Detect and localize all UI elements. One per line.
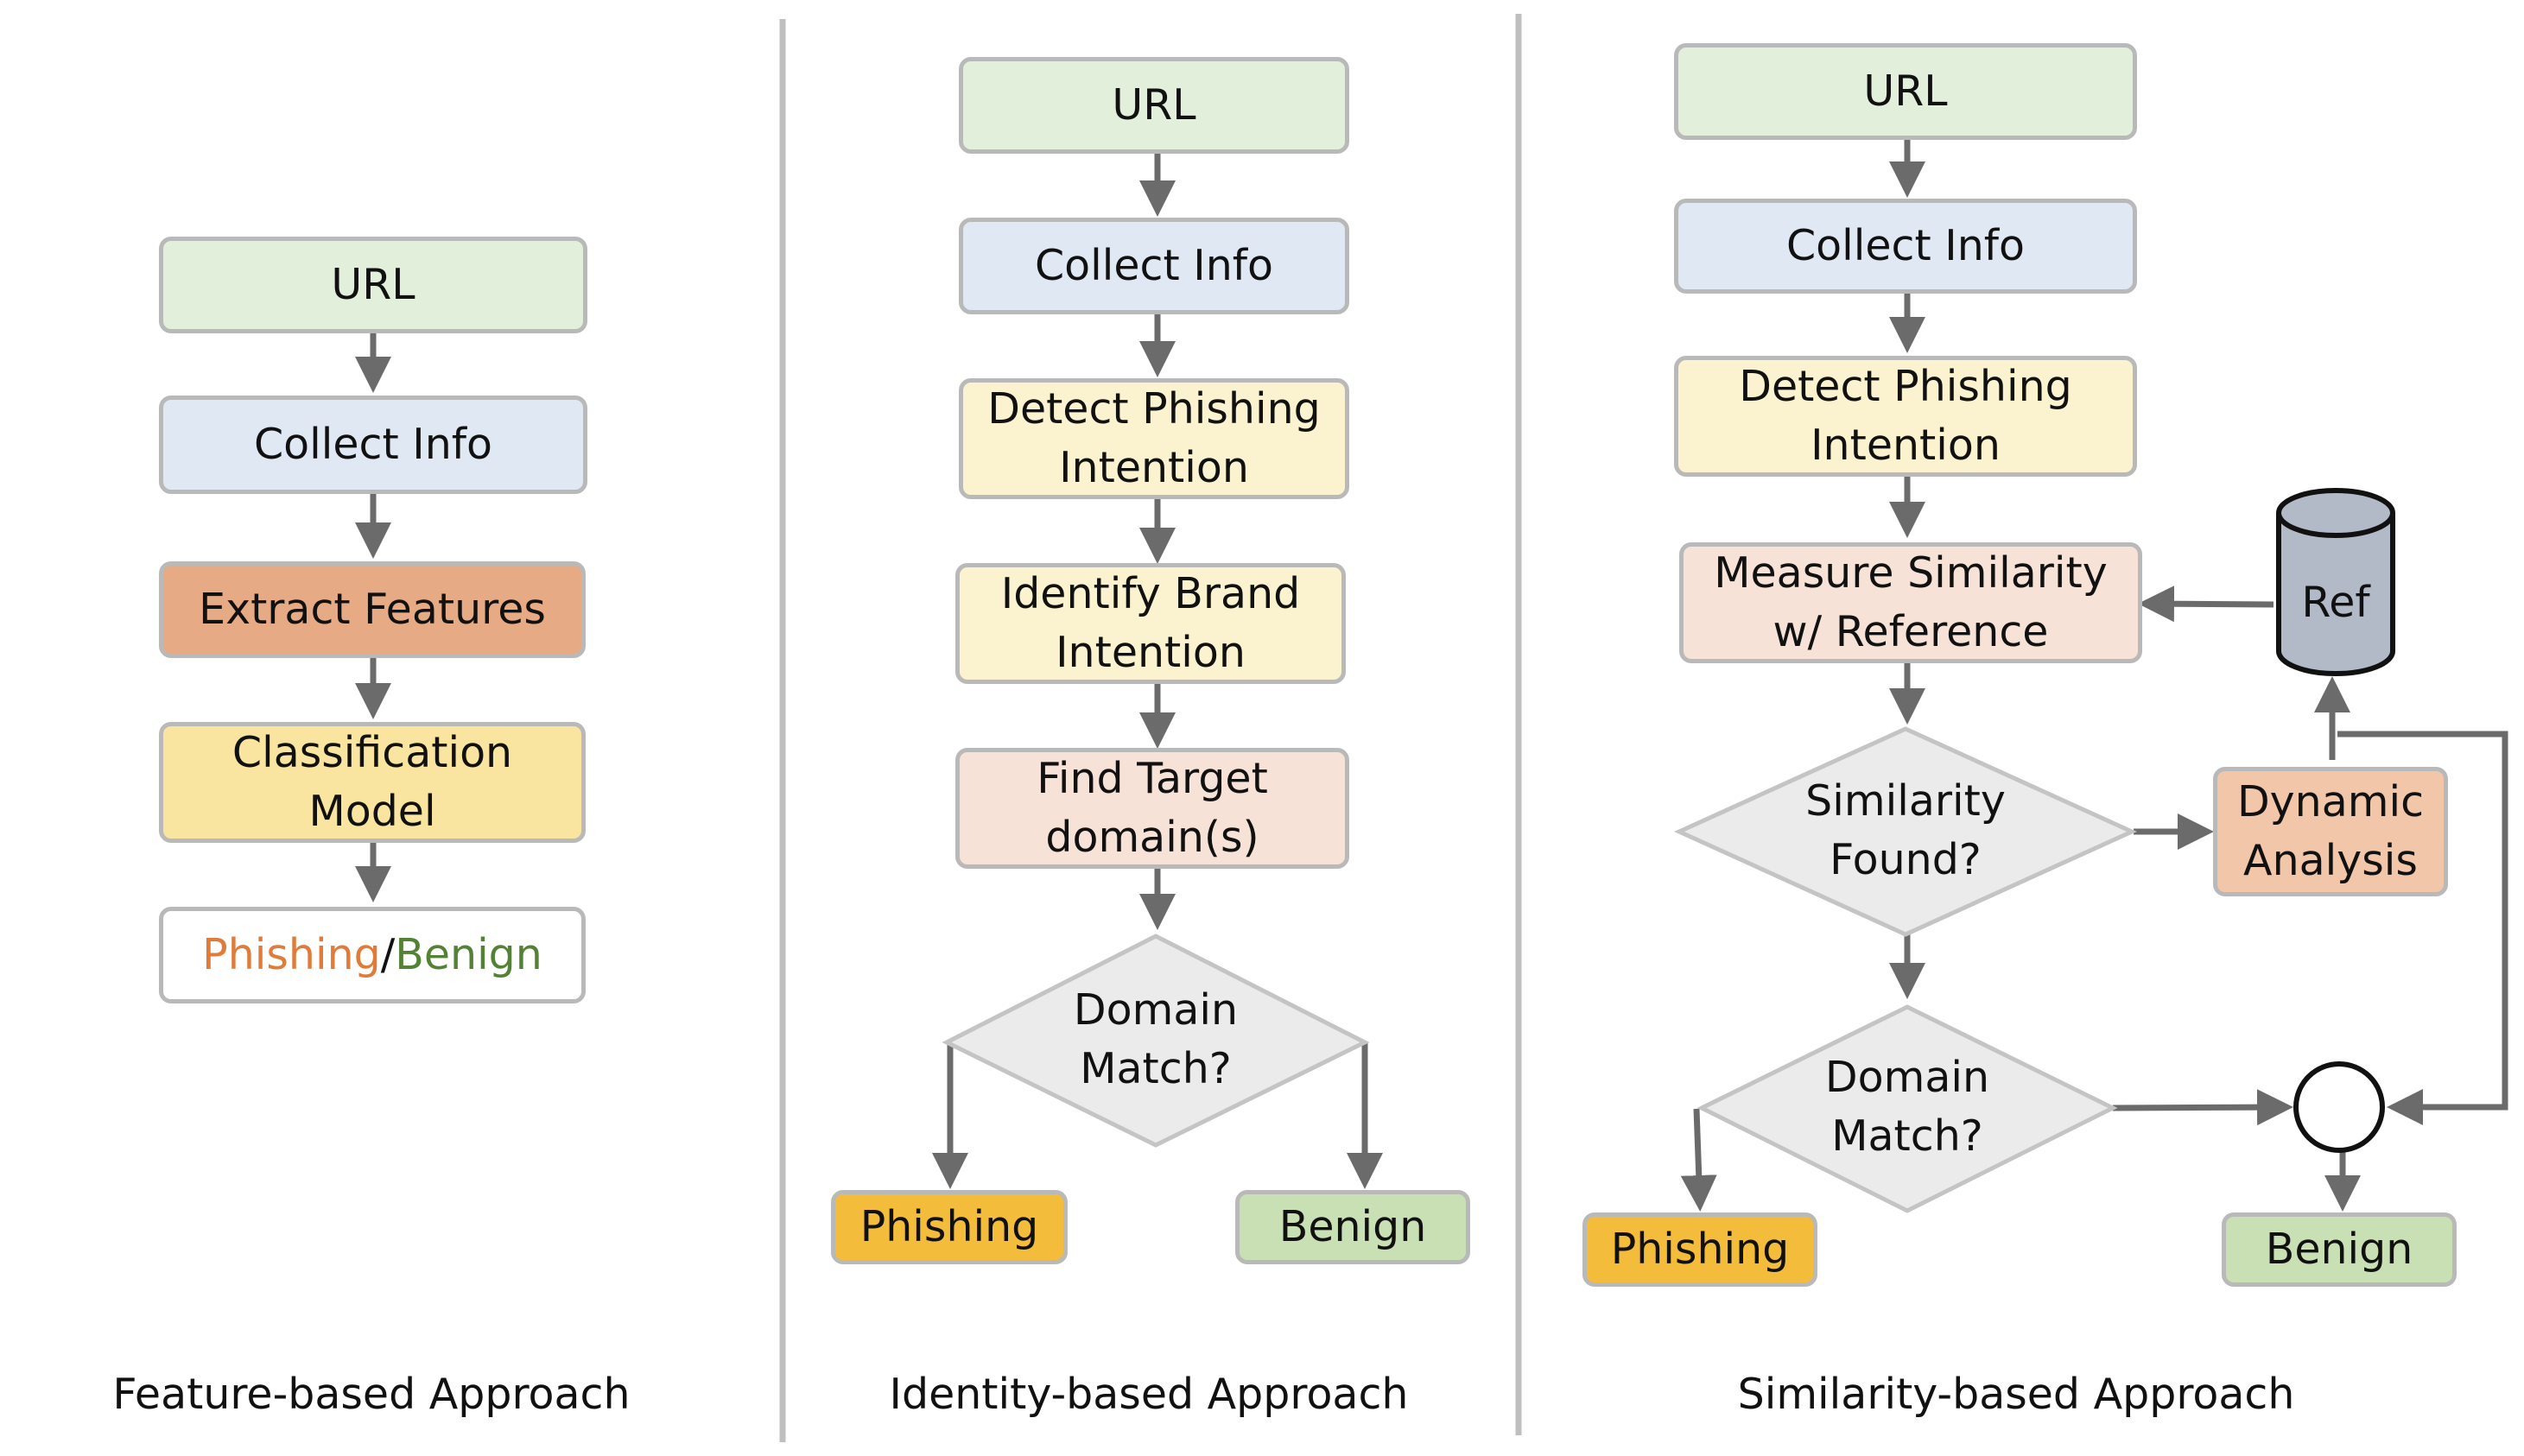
feature-classification-label: Classification Model — [231, 728, 513, 836]
identity-benign-box: Benign — [1235, 1190, 1470, 1264]
identity-phishing-label: Phishing — [859, 1202, 1039, 1251]
similarity-collect-box: Collect Info — [1674, 199, 2137, 294]
similarity-phishing-label: Phishing — [1610, 1225, 1790, 1274]
identity-find-box: Find Target domain(s) — [955, 748, 1349, 869]
feature-extract-label: Extract Features — [199, 585, 546, 634]
diamond-similarity-found — [1673, 726, 2138, 937]
feature-collect-box: Collect Info — [159, 396, 587, 494]
similarity-detect-box: Detect Phishing Intention — [1674, 356, 2137, 477]
similarity-found-label: Similarity Found? — [1805, 776, 2006, 884]
feature-result-slash: / — [380, 930, 396, 979]
arrow-s-phishing — [1680, 1108, 1717, 1212]
feature-classification-box: Classification Model — [159, 722, 586, 843]
feature-extract-box: Extract Features — [159, 561, 586, 658]
arrow-domain-circle — [2112, 1089, 2293, 1126]
similarity-url-label: URL — [1863, 66, 1948, 116]
similarity-ref-label: Ref — [2301, 578, 2370, 627]
identity-domain-match-label: Domain Match? — [1073, 985, 1239, 1093]
identity-phishing-box: Phishing — [831, 1190, 1068, 1264]
arrow-ref-measure — [2138, 586, 2274, 623]
feature-url-label: URL — [331, 260, 415, 309]
similarity-benign-box: Benign — [2222, 1212, 2457, 1287]
identity-detect-label: Detect Phishing Intention — [987, 384, 1321, 492]
similarity-measure-label: Measure Similarity w/ Reference — [1714, 548, 2108, 656]
ref-database-icon — [2276, 488, 2395, 676]
identity-detect-box: Detect Phishing Intention — [959, 378, 1349, 499]
similarity-detect-label: Detect Phishing Intention — [1739, 362, 2072, 470]
feature-result-phishing: Phishing — [202, 930, 381, 979]
identity-url-box: URL — [959, 57, 1349, 154]
similarity-domain-match-label: Domain Match? — [1824, 1053, 1990, 1161]
similarity-dynamic-label: Dynamic Analysis — [2236, 777, 2425, 885]
similarity-collect-label: Collect Info — [1785, 221, 2026, 270]
feature-result-box: Phishing/Benign — [159, 907, 586, 1003]
similarity-url-box: URL — [1674, 43, 2137, 140]
similarity-caption: Similarity-based Approach — [1737, 1370, 2295, 1419]
merge-circle — [2293, 1061, 2385, 1153]
feature-caption: Feature-based Approach — [112, 1370, 631, 1419]
identity-identify-box: Identify Brand Intention — [955, 563, 1346, 684]
feature-url-box: URL — [159, 237, 587, 333]
similarity-phishing-box: Phishing — [1582, 1212, 1817, 1287]
identity-collect-box: Collect Info — [959, 218, 1349, 314]
identity-benign-label: Benign — [1278, 1202, 1427, 1251]
feature-result-label: Phishing/Benign — [202, 926, 542, 984]
identity-identify-label: Identify Brand Intention — [1000, 569, 1301, 677]
identity-find-label: Find Target domain(s) — [1037, 754, 1268, 862]
identity-caption: Identity-based Approach — [889, 1370, 1409, 1419]
identity-collect-label: Collect Info — [1034, 241, 1274, 290]
identity-url-label: URL — [1112, 80, 1196, 130]
diamond-identity-domain-match — [942, 934, 1370, 1148]
feature-collect-label: Collect Info — [253, 420, 493, 469]
diamond-similarity-domain-match — [1696, 1004, 2118, 1213]
arrow-loop-circle — [2337, 731, 2508, 1125]
feature-result-benign: Benign — [395, 930, 542, 979]
similarity-measure-box: Measure Similarity w/ Reference — [1679, 542, 2142, 663]
similarity-dynamic-box: Dynamic Analysis — [2213, 767, 2448, 896]
similarity-benign-label: Benign — [2265, 1225, 2413, 1274]
